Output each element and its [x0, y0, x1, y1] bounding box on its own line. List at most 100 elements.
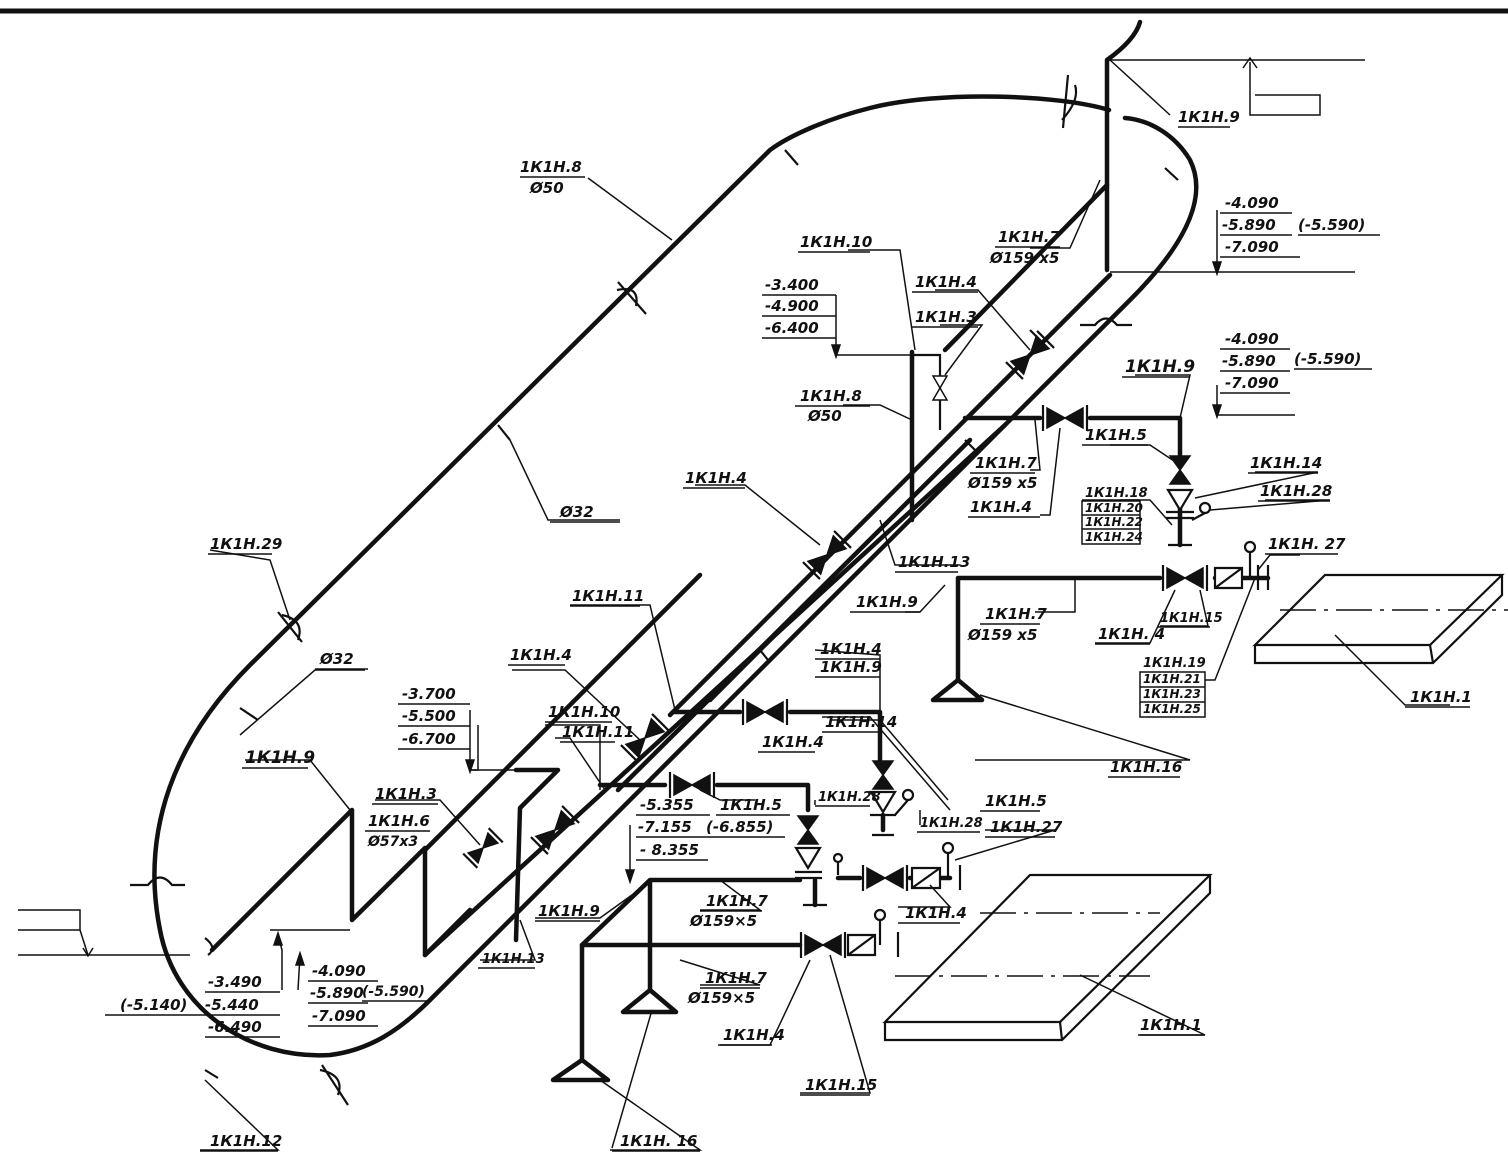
label-k4-r: 1К1Н.4: [970, 498, 1032, 516]
label-k9-r2: 1К1Н.9: [1125, 357, 1195, 377]
label-lvl-tm-2: -4.900: [765, 297, 819, 315]
label-k8-mid: 1К1Н.8: [800, 387, 862, 405]
label-lvl-tr-2b: (-5.590): [1298, 216, 1365, 234]
label-d32-left: Ø32: [319, 650, 354, 668]
label-lvl-bl2-2: -5.890: [310, 984, 364, 1002]
header-lower-2: [707, 627, 783, 703]
leader-arrowheads: [272, 261, 1223, 966]
branch-top-right: [962, 415, 1183, 458]
label-k7-d: 1К1Н.7: [705, 969, 767, 987]
label-lvl-l1-1: -3.700: [402, 685, 456, 703]
header-upper: [667, 272, 1113, 718]
label-k14-r: 1К1Н.14: [1250, 454, 1322, 472]
label-k11-a: 1К1Н.11: [572, 587, 644, 605]
label-lvl-tm-3: -6.400: [765, 319, 819, 337]
label-k3-b: 1К1Н.3: [375, 785, 437, 803]
label-k4-f: 1К1Н.4: [905, 904, 967, 922]
label-k4-b: 1К1Н.4: [685, 469, 747, 487]
zigzag-tail: [204, 937, 214, 956]
label-k4-d: 1К1Н.4: [510, 646, 572, 664]
label-lvl-c-1: -5.355: [640, 796, 694, 814]
label-k9-left: 1К1Н.9: [245, 748, 315, 768]
label-lvl-tm-1: -3.400: [765, 276, 819, 294]
label-k16-r: 1К1Н.16: [1110, 758, 1182, 776]
label-k4-mr: 1К1Н. 4: [1098, 625, 1165, 643]
label-lvl-c-2b: (-6.855): [706, 818, 773, 836]
header-flange-ticks: [759, 329, 1041, 661]
label-k10-top: 1К1Н.10: [800, 233, 872, 251]
label-k14-b: 1К1Н.14: [825, 713, 897, 731]
label-k19: 1К1Н.19: [1143, 656, 1206, 671]
label-lvl-l1-2: -5.500: [402, 707, 456, 725]
label-k5-c: 1К1Н.5: [985, 792, 1047, 810]
label-k5-r: 1К1Н.5: [1085, 426, 1147, 444]
label-k27-r: 1К1Н. 27: [1268, 535, 1346, 553]
label-lvl-bl2-1: -4.090: [312, 962, 366, 980]
label-k3-a: 1К1Н.3: [915, 308, 977, 326]
branch-middle-2: [597, 782, 811, 813]
label-lvl-tr-2: -5.890: [1222, 216, 1276, 234]
strainers: [846, 565, 1270, 957]
main-riser: [1104, 19, 1143, 273]
label-k15-r: 1К1Н.15: [1160, 611, 1223, 626]
label-k9-mr: 1К1Н.9: [856, 593, 918, 611]
label-k4-e: 1К1Н.4: [762, 733, 824, 751]
label-k12: 1К1Н.12: [210, 1132, 282, 1150]
label-d50-outer: Ø50: [529, 179, 564, 197]
label-d159-top: Ø159 x5: [989, 249, 1059, 267]
riser-small-top: [912, 353, 942, 430]
label-lvl-bl2-3: -7.090: [312, 1007, 366, 1025]
label-lvl-bl-3: -6.490: [208, 1018, 262, 1036]
annotation-labels: 1К1Н.9 1К1Н.8 Ø50 1К1Н.7 Ø159 x5 -4.090 …: [105, 108, 1472, 1152]
pipe-crossover-arcs: [130, 74, 1132, 1106]
outer-loop-pipe: [152, 94, 1199, 1058]
label-lvl-tr-1: -4.090: [1225, 194, 1279, 212]
label-lvl-bl-1b: (-5.140): [120, 996, 187, 1014]
label-lvl-r2-3: -7.090: [1225, 374, 1279, 392]
label-k5-b: 1К1Н.5: [720, 796, 782, 814]
pump-branch-right: [955, 575, 1163, 683]
label-k22: 1К1Н.22: [1085, 515, 1143, 529]
label-lvl-r2-1: -4.090: [1225, 330, 1279, 348]
label-k7-c: 1К1Н.7: [706, 892, 768, 910]
branch-middle: [672, 709, 883, 763]
label-k28-c: 1К1Н.28: [920, 816, 983, 831]
label-k28-r: 1К1Н.28: [1260, 482, 1332, 500]
label-k27-b: 1К1Н.27: [990, 818, 1063, 836]
label-d50-mid: Ø50: [807, 407, 842, 425]
label-k10-b: 1К1Н.10: [548, 703, 620, 721]
label-k20: 1К1Н.20: [1085, 501, 1143, 515]
label-k7-top: 1К1Н.7: [998, 228, 1060, 246]
label-lvl-r2-2b: (-5.590): [1294, 350, 1361, 368]
label-d32-mid: Ø32: [559, 503, 594, 521]
label-k4-g: 1К1Н.4: [723, 1026, 785, 1044]
label-k1-r: 1К1Н.1: [1410, 688, 1472, 706]
label-d57: Ø57x3: [367, 834, 418, 850]
label-k15-b: 1К1Н.15: [805, 1076, 877, 1094]
label-k9-d: 1К1Н.9: [820, 658, 882, 676]
label-lvl-l1-3: -6.700: [402, 730, 456, 748]
label-k13-top: 1К1Н.13: [898, 553, 970, 571]
label-k25: 1К1Н.25: [1143, 702, 1201, 716]
riser-branch: [942, 182, 1110, 353]
gate-valves: [462, 330, 1209, 958]
label-lvl-bl-1: -3.490: [208, 973, 262, 991]
leader-lines: [200, 59, 1450, 1151]
label-k4-a: 1К1Н.4: [915, 273, 977, 291]
label-k29: 1К1Н.29: [210, 535, 282, 553]
label-k6: 1К1Н.6: [368, 812, 430, 830]
label-k24: 1К1Н.24: [1085, 530, 1143, 544]
slab-centerlines: [895, 609, 1508, 977]
label-k1-b: 1К1Н.1: [1140, 1016, 1202, 1034]
header-upper-2: [422, 422, 1008, 958]
label-k28-b: 1К1Н.28: [818, 790, 881, 805]
label-k23: 1К1Н.23: [1143, 687, 1201, 701]
elevation-marks: [18, 56, 1365, 958]
label-d159-d: Ø159×5: [687, 989, 755, 1007]
label-d159-mr: Ø159 x5: [967, 626, 1037, 644]
loop-support-ticks: [204, 149, 1179, 1079]
label-k13-b: 1К1Н.13: [482, 952, 545, 967]
label-k9-c: 1К1Н.9: [538, 902, 600, 920]
